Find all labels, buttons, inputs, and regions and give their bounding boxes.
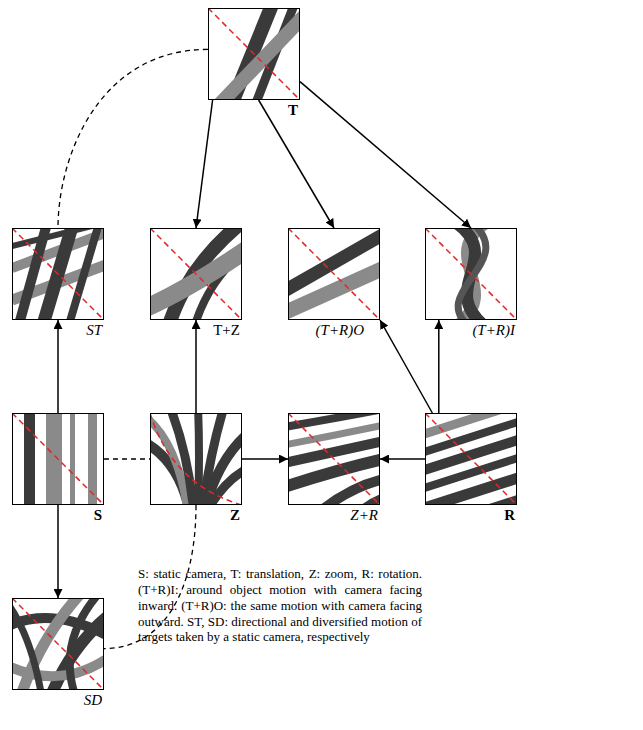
panel-label: (T+R)O xyxy=(316,322,364,339)
arrow-connector xyxy=(57,320,59,413)
panel-label: R xyxy=(504,507,515,524)
arrow-connector xyxy=(195,320,197,413)
panel-label: ST xyxy=(86,322,102,339)
legend-note: S: static camera, T: translation, Z: zoo… xyxy=(138,566,422,645)
arrow-connector xyxy=(196,100,213,228)
panel-art xyxy=(425,222,517,328)
panel-label: T+Z xyxy=(213,322,240,339)
panel-art xyxy=(146,407,246,513)
arrow-connector xyxy=(380,458,425,460)
dashed-link xyxy=(104,458,150,459)
panel-label: SD xyxy=(84,692,102,709)
arrow-connector xyxy=(438,320,440,413)
arrow-connector xyxy=(57,505,59,598)
panel-label: Z xyxy=(230,507,240,524)
panel-art xyxy=(8,592,108,698)
motion-panel: (T+R)I xyxy=(425,228,517,320)
dashed-link xyxy=(58,49,208,228)
panel-label: (T+R)I xyxy=(472,322,515,339)
panel-art xyxy=(146,222,246,328)
panel-label: T xyxy=(288,102,298,119)
motion-panel: (T+R)O xyxy=(288,228,380,320)
motion-panel: S xyxy=(12,413,104,505)
arrow-connector xyxy=(300,82,471,228)
panel-art xyxy=(421,403,521,531)
motion-panel: Z+R xyxy=(288,413,380,505)
motion-panel: ST xyxy=(12,228,104,320)
motion-panel: T xyxy=(208,8,300,100)
motion-panel: SD xyxy=(12,598,104,690)
motion-panel: R xyxy=(425,413,517,505)
arrow-connector xyxy=(259,100,334,228)
panel-label: Z+R xyxy=(350,507,378,524)
arrow-connector xyxy=(380,320,432,413)
panel-art xyxy=(284,409,384,513)
panel-art xyxy=(286,228,384,320)
motion-panel: Z xyxy=(150,413,242,505)
panel-label: S xyxy=(94,507,102,524)
panel-art xyxy=(12,220,108,328)
arrow-connector xyxy=(242,458,288,460)
panel-art xyxy=(12,413,104,505)
panel-art xyxy=(208,0,304,108)
motion-panel: T+Z xyxy=(150,228,242,320)
